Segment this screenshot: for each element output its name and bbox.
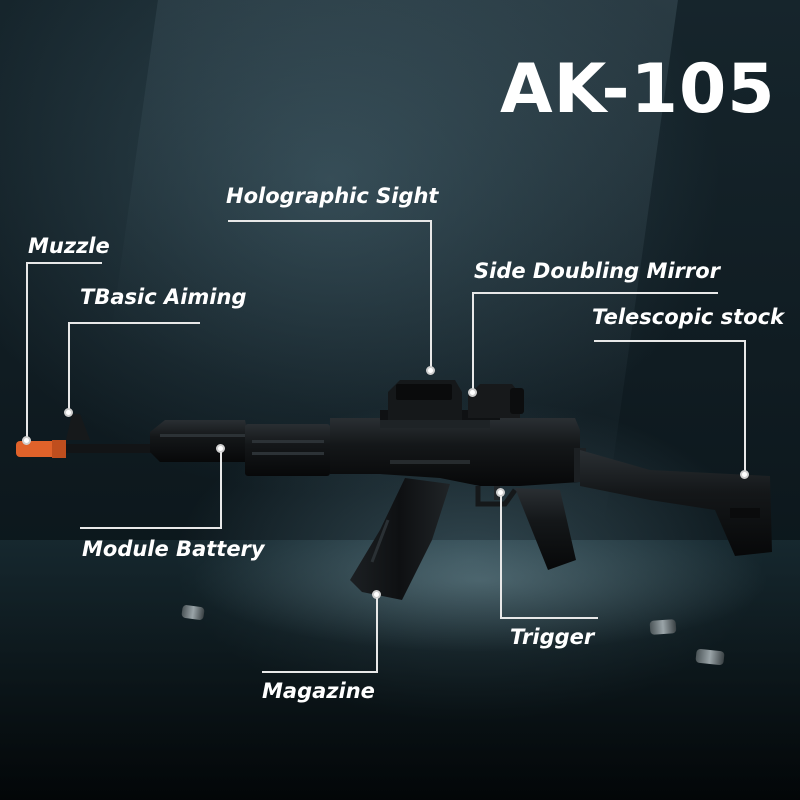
page-title: AK-105 (500, 50, 776, 129)
receiver (330, 418, 580, 486)
callout-line (430, 220, 432, 370)
label-magazine: Magazine (262, 679, 375, 703)
side-mirror-body (468, 384, 520, 418)
trigger-guard (475, 486, 518, 507)
callout-line (744, 340, 746, 474)
callout-line (80, 527, 222, 529)
callout-line (26, 262, 102, 264)
magazine (350, 478, 450, 600)
callout-line (68, 322, 200, 324)
front-sight (66, 414, 90, 440)
callout-line (472, 292, 718, 294)
callout-line (68, 322, 70, 412)
callout-line (500, 496, 502, 618)
label-module-battery: Module Battery (82, 537, 265, 561)
barrel (60, 444, 170, 453)
pistol-grip (515, 488, 576, 570)
label-telescopic-stock: Telescopic stock (592, 305, 785, 329)
stock (580, 450, 772, 556)
callout-line (500, 617, 598, 619)
label-basic-aiming: TBasic Aiming (80, 285, 247, 309)
label-holographic-sight: Holographic Sight (226, 184, 439, 208)
label-trigger: Trigger (510, 625, 595, 649)
callout-dot (426, 366, 435, 375)
callout-dot (64, 408, 73, 417)
callout-line (594, 340, 746, 342)
label-muzzle: Muzzle (28, 234, 110, 258)
callout-dot (740, 470, 749, 479)
callout-line (262, 671, 378, 673)
handguard (150, 420, 250, 462)
callout-line (220, 452, 222, 528)
label-side-doubling-mirror: Side Doubling Mirror (474, 259, 721, 283)
callout-dot (468, 388, 477, 397)
callout-line (472, 292, 474, 392)
callout-line (228, 220, 432, 222)
callout-line (376, 598, 378, 672)
callout-dot (22, 436, 31, 445)
callout-line (26, 262, 28, 440)
